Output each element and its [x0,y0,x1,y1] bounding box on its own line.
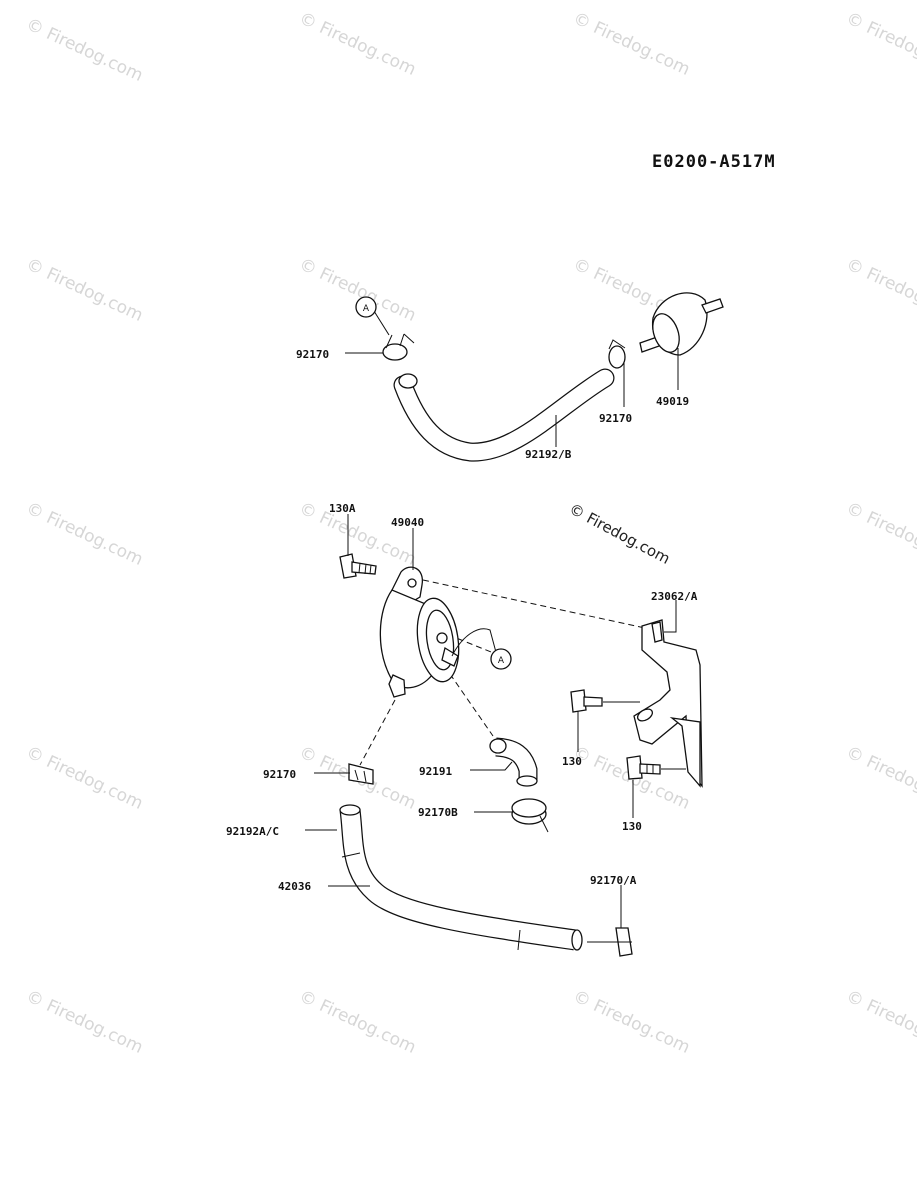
diagram-code: E0200-A517M [652,152,776,172]
label-92170b: 92170B [418,806,458,819]
label-49019: 49019 [656,395,689,408]
alignment-line [422,579,646,629]
watermark: © Firedog.com [843,254,917,326]
watermark: © Firedog.com [843,498,917,570]
watermark: © Firedog.com [296,254,419,326]
watermark-group: © Firedog.com © Firedog.com © Firedog.co… [23,8,917,1058]
copyright-note: © Firedog.com [566,500,673,568]
label-92192b: 92192/B [525,448,572,461]
watermark: © Firedog.com [843,986,917,1058]
watermark: © Firedog.com [296,8,419,80]
fuel-pump-49040 [379,566,460,698]
label-130a: 130A [329,502,356,515]
callout-a-letter: A [363,304,370,314]
bolt-130-lower [626,755,661,780]
watermark: © Firedog.com [23,986,146,1058]
label-92170: 92170 [599,412,632,425]
label-23062a: 23062/A [651,590,698,603]
clamp-92170a [610,927,633,957]
fuel-filter-49019 [639,292,724,356]
lower-assembly: A 130A 49040 23062/A 130 130 92170 92191… [226,502,703,957]
label-92191: 92191 [419,765,452,778]
watermark: © Firedog.com [23,742,146,814]
bolt-130a [339,553,377,579]
watermark: © Firedog.com [570,986,693,1058]
watermark: © Firedog.com [843,742,917,814]
callout-a [490,648,512,670]
leader [664,600,677,633]
label-92170a: 92170/A [590,874,637,887]
leader [451,628,498,657]
hose-92191 [489,737,538,787]
label-130: 130 [622,820,642,833]
callout-a [355,296,377,318]
label-92192ac: 92192A/C [226,825,279,838]
alignment-line [359,699,396,766]
alignment-line [449,673,494,737]
callout-a-letter: A [498,656,505,666]
clamp-92170-upper-right [608,339,626,369]
clamp-92170-lower-left [348,763,374,785]
label-130: 130 [562,755,582,768]
watermark: © Firedog.com [23,254,146,326]
watermark: © Firedog.com [296,498,419,570]
label-92170: 92170 [263,768,296,781]
bolt-130-upper [570,689,603,713]
bracket-23062a [633,619,703,788]
leader [470,761,513,771]
label-49040: 49040 [391,516,424,529]
label-92170: 92170 [296,348,329,361]
hose-end [398,373,418,389]
hose-42036 [339,804,583,951]
watermark: © Firedog.com [23,498,146,570]
clamp-92170-upper-left [373,310,415,361]
watermark: © Firedog.com [570,8,693,80]
watermark: © Firedog.com [23,14,146,86]
label-42036: 42036 [278,880,311,893]
clamp-92170b [511,798,549,833]
upper-assembly: A 92170 92170 49019 92192/B [296,292,724,462]
watermark: © Firedog.com [843,8,917,80]
watermark: © Firedog.com [296,986,419,1058]
